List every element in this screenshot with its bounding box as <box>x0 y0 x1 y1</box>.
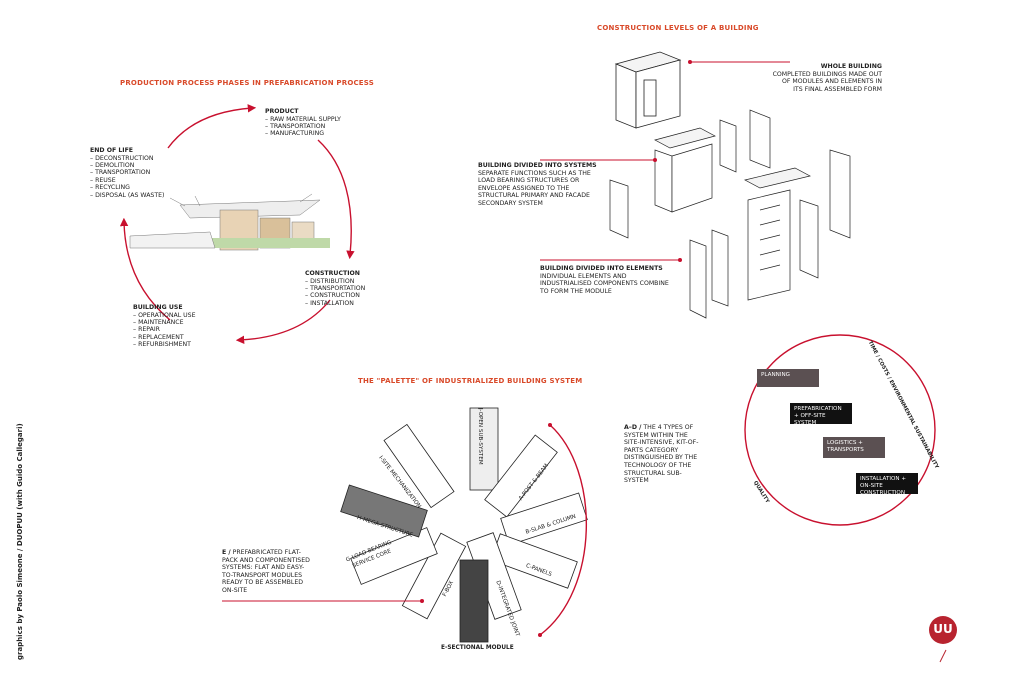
phase-construction-item: INSTALLATION <box>305 300 365 307</box>
palette-modules <box>340 407 588 643</box>
cycle-step-prefabrication: PREFABRICATION + OFF-SITE SYSTEM <box>790 403 852 426</box>
phase-building-use-item: REFURBISHMENT <box>133 341 196 348</box>
phase-building-use-item: OPERATIONAL USE <box>133 312 195 319</box>
phase-end-of-life-item: RECYCLING <box>90 184 164 191</box>
elements-dot <box>678 258 682 262</box>
systems-dot <box>653 158 657 162</box>
phase-building-use-name: BUILDING USE <box>133 304 183 311</box>
note-e-dot <box>420 599 424 603</box>
phase-end-of-life-item: TRANSPORTATION <box>90 169 164 176</box>
level-whole-building-name: WHOLE BUILDING <box>820 63 882 70</box>
phase-end-of-life-item: DISPOSAL (AS WASTE) <box>90 192 164 199</box>
elements-drawing <box>689 149 851 319</box>
phase-product: PRODUCT RAW MATERIAL SUPPLY TRANSPORTATI… <box>265 108 341 138</box>
production-title: PRODUCTION PROCESS PHASES IN PREFABRICAT… <box>120 79 374 87</box>
uu-logo <box>929 616 957 663</box>
level-systems: BUILDING DIVIDED INTO SYSTEMS SEPARATE F… <box>478 162 608 208</box>
level-whole-building: WHOLE BUILDING COMPLETED BUILDINGS MADE … <box>772 63 882 93</box>
phase-product-item: TRANSPORTATION <box>265 123 341 130</box>
phase-construction-item: DISTRIBUTION <box>305 278 365 285</box>
palette-arc-end-dot <box>538 633 542 637</box>
phase-construction-item: TRANSPORTATION <box>305 285 365 292</box>
phase-end-of-life-item: DECONSTRUCTION <box>90 155 164 162</box>
level-systems-desc: SEPARATE FUNCTIONS SUCH AS THE LOAD BEAR… <box>478 169 591 207</box>
phase-end-of-life-item: DEMOLITION <box>90 162 164 169</box>
level-whole-building-desc: COMPLETED BUILDINGS MADE OUT OF MODULES … <box>772 70 882 93</box>
phase-construction-item: CONSTRUCTION <box>305 292 365 299</box>
whole-building-drawing <box>614 51 682 129</box>
cycle-step-logistics: LOGISTICS + TRANSPORTS <box>823 437 885 458</box>
palette-arc-start-dot <box>548 423 552 427</box>
phase-end-of-life-name: END OF LIFE <box>90 147 134 154</box>
level-elements-name: BUILDING DIVIDED INTO ELEMENTS <box>540 265 663 272</box>
credit-text: graphics by Paolo Simeone / DUOPUU (with… <box>16 423 24 660</box>
note-e-tag: E / <box>222 549 231 556</box>
phase-product-name: PRODUCT <box>265 108 299 115</box>
whole-building-dot <box>688 60 692 64</box>
note-ad-tag: A–D / <box>624 424 642 431</box>
level-systems-name: BUILDING DIVIDED INTO SYSTEMS <box>478 162 597 169</box>
phase-end-of-life-item: REUSE <box>90 177 164 184</box>
palette-title: THE "PALETTE" OF INDUSTRIALIZED BUILDING… <box>358 377 583 385</box>
cycle-ring <box>744 334 936 526</box>
phase-product-item: MANUFACTURING <box>265 130 341 137</box>
system-e-label: E-SECTIONAL MODULE <box>441 645 514 651</box>
cycle-step-installation: INSTALLATION + ON-SITE CONSTRUCTION <box>856 473 918 496</box>
phase-building-use-item: REPLACEMENT <box>133 334 196 341</box>
level-elements: BUILDING DIVIDED INTO ELEMENTS INDIVIDUA… <box>540 265 670 295</box>
systems-drawing <box>609 109 771 239</box>
note-e: E / PREFABRICATED FLAT-PACK AND COMPONEN… <box>222 549 312 595</box>
phase-construction-name: CONSTRUCTION <box>305 270 360 277</box>
uu-logo-text: UU <box>933 622 953 636</box>
cycle-step-planning: PLANNING <box>757 369 819 387</box>
phase-end-of-life: END OF LIFE DECONSTRUCTION DEMOLITION TR… <box>90 147 164 199</box>
prefab-building-sketch <box>129 193 330 251</box>
level-elements-desc: INDIVIDUAL ELEMENTS AND INDUSTRIALISED C… <box>540 272 669 295</box>
note-ad-text: THE 4 TYPES OF SYSTEM WITHIN THE SITE-IN… <box>624 424 699 485</box>
levels-title: CONSTRUCTION LEVELS OF A BUILDING <box>597 24 759 32</box>
phase-building-use: BUILDING USE OPERATIONAL USE MAINTENANCE… <box>133 304 196 349</box>
system-j-label: J-OPEN SUB-SYSTEM <box>477 408 483 465</box>
phase-construction: CONSTRUCTION DISTRIBUTION TRANSPORTATION… <box>305 270 365 307</box>
phase-product-item: RAW MATERIAL SUPPLY <box>265 116 341 123</box>
phase-building-use-item: REPAIR <box>133 326 196 333</box>
phase-building-use-item: MAINTENANCE <box>133 319 196 326</box>
palette-arc <box>539 424 588 636</box>
note-ad: A–D / THE 4 TYPES OF SYSTEM WITHIN THE S… <box>624 424 702 485</box>
note-e-text: PREFABRICATED FLAT-PACK AND COMPONENTISE… <box>222 549 310 594</box>
